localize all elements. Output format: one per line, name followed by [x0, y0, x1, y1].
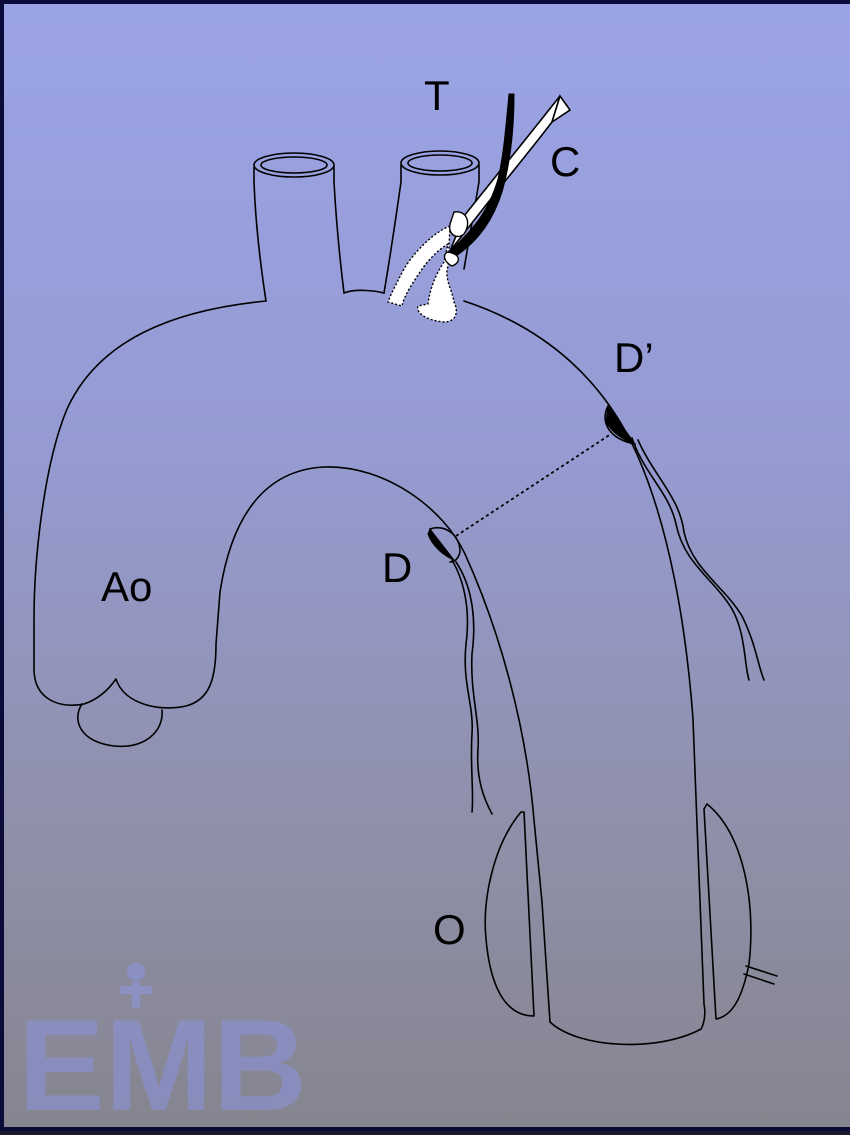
aorta-diagram: EMB	[4, 4, 850, 1135]
label-c: C	[550, 138, 580, 185]
label-ao: Ao	[101, 563, 152, 610]
d-to-d-prime-dotted-line	[456, 434, 611, 536]
watermark-figure-icon	[127, 963, 145, 981]
device-d	[428, 528, 492, 814]
snare-loop	[388, 226, 456, 322]
snare-eye	[450, 212, 468, 237]
label-t: T	[424, 72, 450, 119]
watermark-text: EMB	[18, 992, 307, 1135]
label-d-prime: D’	[614, 334, 654, 381]
aortic-root-bulb	[78, 704, 162, 746]
aortic-arch-right-contour	[464, 301, 705, 1029]
occluder-tether	[744, 966, 777, 984]
aortic-arch-top-segment	[344, 290, 384, 293]
occluder-right	[704, 804, 751, 1019]
watermark-logo: EMB	[18, 963, 307, 1135]
aortic-arch-outer	[34, 301, 550, 1022]
left-branch-vessel	[254, 153, 344, 301]
occluder-left	[485, 812, 534, 1016]
descending-aorta-bottom	[550, 1022, 701, 1044]
label-o: O	[433, 906, 466, 953]
label-d: D	[382, 544, 412, 591]
